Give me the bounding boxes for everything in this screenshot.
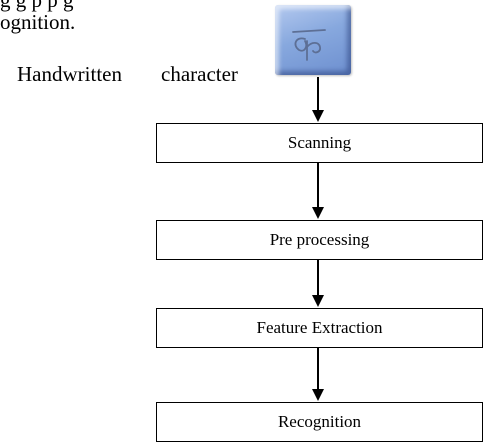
input-label-handwritten: Handwritten [17,62,122,86]
step-box-pre-processing: Pre processing [156,220,483,260]
arrow-feature-extraction-to-recognition [312,348,324,401]
cropped-paragraph-text: g g p p g ognition. [0,0,76,34]
step-box-feature-extraction: Feature Extraction [156,308,483,348]
step-label: Pre processing [269,230,370,249]
step-box-scanning: Scanning [156,123,483,163]
arrow-input-to-scanning [312,77,324,122]
cropped-text-line: g g p p g [0,0,74,12]
step-label: Feature Extraction [256,318,383,337]
step-box-recognition: Recognition [156,402,483,442]
step-label: Scanning [287,133,352,152]
handwritten-glyph-icon [275,5,351,75]
arrow-preprocessing-to-feature-extraction [312,260,324,307]
step-label: Recognition [277,412,362,431]
arrow-scanning-to-preprocessing [312,163,324,219]
input-label-character: character [161,62,238,86]
cropped-text-line: ognition. [0,10,76,34]
